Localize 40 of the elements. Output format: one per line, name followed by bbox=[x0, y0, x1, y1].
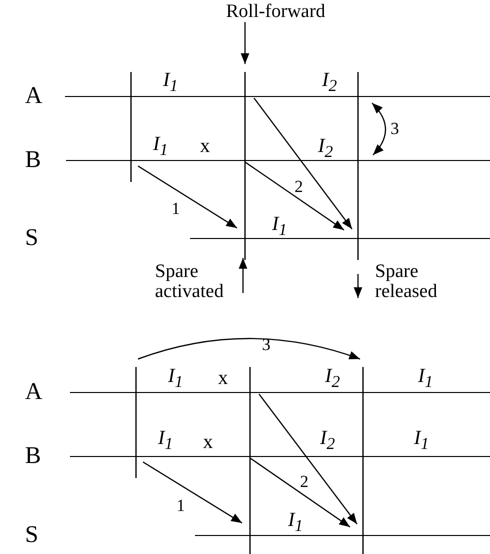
edge-label: 2 bbox=[300, 472, 308, 490]
interval-label: I$_{1}$ bbox=[163, 70, 178, 96]
process-name: B bbox=[25, 148, 42, 172]
interval-label: I$_{1}$ bbox=[288, 510, 303, 536]
interval-label: I$_{1}$ bbox=[418, 366, 433, 392]
message-arrow bbox=[372, 102, 386, 156]
interval-label: I$_{2}$ bbox=[325, 366, 340, 392]
process-name: S bbox=[25, 523, 38, 547]
event-label: Spare released bbox=[375, 262, 465, 302]
failure-mark: x bbox=[200, 136, 210, 156]
interval-label: I$_{1}$ bbox=[153, 134, 168, 160]
process-name: A bbox=[25, 380, 42, 404]
failure-mark: x bbox=[203, 432, 213, 452]
pointer-arrow bbox=[354, 274, 362, 298]
process-name: S bbox=[25, 226, 38, 250]
failure-mark: x bbox=[218, 368, 228, 388]
edge-label: 1 bbox=[172, 200, 180, 217]
interval-label: I$_{1}$ bbox=[158, 428, 173, 454]
message-arrow bbox=[138, 338, 360, 360]
event-label: Spare activated bbox=[155, 262, 235, 302]
edge-label: 3 bbox=[390, 120, 399, 137]
message-arrow bbox=[244, 162, 344, 230]
message-arrow bbox=[138, 166, 238, 228]
process-name: B bbox=[25, 444, 42, 468]
interval-label: I$_{2}$ bbox=[322, 70, 337, 96]
event-label: Roll-forward bbox=[226, 2, 366, 22]
pointer-arrow bbox=[238, 258, 248, 293]
message-arrow bbox=[250, 458, 350, 528]
interval-label: I$_{2}$ bbox=[320, 428, 335, 454]
message-arrow bbox=[254, 98, 352, 230]
pointer-arrow bbox=[240, 22, 250, 64]
interval-label: I$_{2}$ bbox=[318, 136, 333, 162]
interval-label: I$_{1}$ bbox=[272, 214, 287, 240]
interval-label: I$_{1}$ bbox=[414, 428, 429, 454]
edge-label: 2 bbox=[294, 178, 303, 195]
message-arrow bbox=[258, 394, 358, 524]
interval-label: I$_{1}$ bbox=[168, 366, 183, 392]
process-name: A bbox=[25, 84, 42, 108]
edge-label: 1 bbox=[176, 496, 185, 514]
message-arrow bbox=[142, 461, 242, 524]
